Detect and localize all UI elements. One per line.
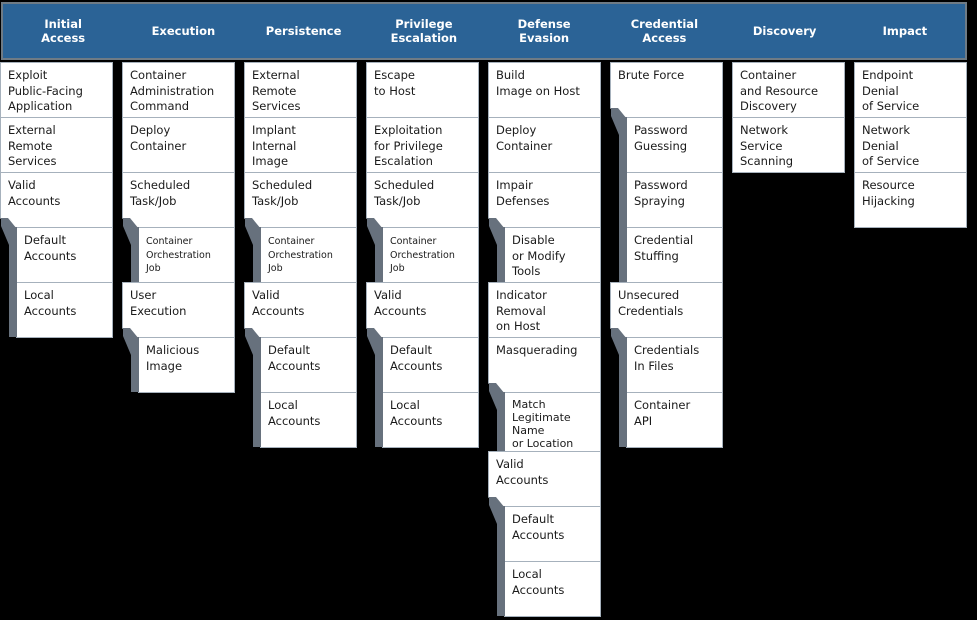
subtechnique-cell[interactable]: Container Orchestration Job [253,227,357,283]
technique-cell[interactable]: Masquerading [488,337,601,393]
technique-cell[interactable]: Valid Accounts [244,282,357,338]
tactic-header-impact[interactable]: Impact [882,24,928,38]
technique-cell[interactable]: Deploy Container [122,117,235,173]
technique-cell[interactable]: Container Administration Command [122,62,235,118]
technique-cell[interactable]: Impair Defenses [488,172,601,228]
subtechnique-cell[interactable]: Default Accounts [497,506,601,562]
subtechnique-cell[interactable]: Disable or Modify Tools [497,227,601,283]
subtechnique-cell[interactable]: Credential Stuffing [619,227,723,283]
technique-cell[interactable]: Scheduled Task/Job [366,172,479,228]
technique-cell[interactable]: Network Service Scanning [732,117,845,173]
subtechnique-cell[interactable]: Local Accounts [497,561,601,617]
technique-cell[interactable]: User Execution [122,282,235,338]
subtechnique-cell[interactable]: Default Accounts [375,337,479,393]
subtechnique-cell[interactable]: Default Accounts [9,227,113,283]
technique-cell[interactable]: External Remote Services [244,62,357,118]
subtechnique-cell[interactable]: Local Accounts [253,392,357,448]
technique-cell[interactable]: Resource Hijacking [854,172,967,228]
subtechnique-cell[interactable]: Credentials In Files [619,337,723,393]
technique-cell[interactable]: Scheduled Task/Job [122,172,235,228]
technique-cell[interactable]: Exploit Public-Facing Application [0,62,113,118]
subtechnique-cell[interactable]: Default Accounts [253,337,357,393]
subtechnique-cell[interactable]: Malicious Image [131,337,235,393]
subtechnique-cell[interactable]: Password Guessing [619,117,723,173]
technique-cell[interactable]: Network Denial of Service [854,117,967,173]
tactic-header-discovery[interactable]: Discovery [752,24,817,38]
technique-cell[interactable]: Deploy Container [488,117,601,173]
technique-cell[interactable]: Exploitation for Privilege Escalation [366,117,479,173]
technique-cell[interactable]: Escape to Host [366,62,479,118]
technique-cell[interactable]: Valid Accounts [366,282,479,338]
subtechnique-cell[interactable]: Container Orchestration Job [131,227,235,283]
subtechnique-cell[interactable]: Local Accounts [9,282,113,338]
technique-cell[interactable]: Container and Resource Discovery [732,62,845,118]
tactic-header-initial-access[interactable]: Initial Access [41,17,86,45]
technique-cell[interactable]: Unsecured Credentials [610,282,723,338]
tactic-header-defense-evasion[interactable]: Defense Evasion [517,17,571,45]
technique-cell[interactable]: Implant Internal Image [244,117,357,173]
subtechnique-cell[interactable]: Match Legitimate Name or Location [497,392,601,452]
technique-cell[interactable]: Valid Accounts [488,451,601,507]
tactic-header-persistence[interactable]: Persistence [265,24,342,38]
tactic-header-row: Initial Access Execution Persistence Privil… [1,2,967,60]
subtechnique-cell[interactable]: Container API [619,392,723,448]
technique-cell[interactable]: External Remote Services [0,117,113,173]
subtechnique-cell[interactable]: Container Orchestration Job [375,227,479,283]
tactic-header-execution[interactable]: Execution [151,24,216,38]
subtechnique-cell[interactable]: Password Spraying [619,172,723,228]
technique-cell[interactable]: Build Image on Host [488,62,601,118]
tactic-header-credential-access[interactable]: Credential Access [630,17,699,45]
technique-cell[interactable]: Scheduled Task/Job [244,172,357,228]
tactic-header-privilege-escalation[interactable]: Privilege Escalation [390,17,458,45]
technique-cell[interactable]: Endpoint Denial of Service [854,62,967,118]
subtechnique-cell[interactable]: Local Accounts [375,392,479,448]
technique-cell[interactable]: Indicator Removal on Host [488,282,601,338]
technique-cell[interactable]: Brute Force [610,62,723,118]
technique-cell[interactable]: Valid Accounts [0,172,113,228]
